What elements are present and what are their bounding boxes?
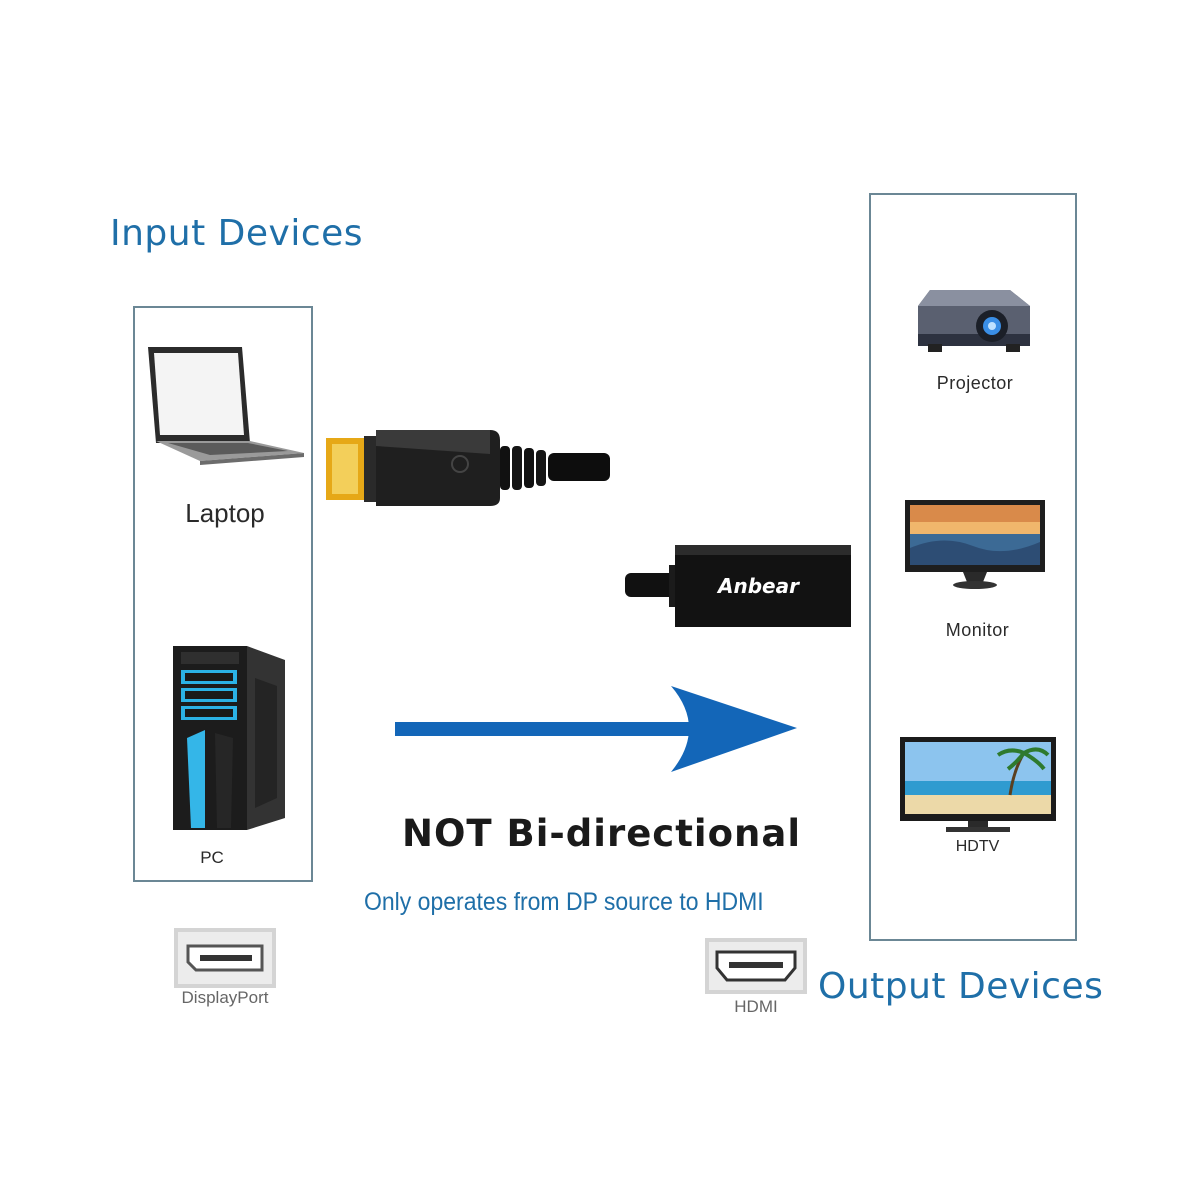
- displayport-connector-icon: [326, 430, 610, 506]
- not-bidirectional-title: NOT Bi-directional: [402, 812, 802, 855]
- displayport-port-icon: [174, 928, 276, 988]
- monitor-icon: [905, 500, 1045, 589]
- projector-label: Projector: [936, 373, 1014, 393]
- hdmi-adapter-icon: [625, 545, 851, 627]
- input-devices-heading: Input Devices: [110, 213, 364, 254]
- displayport-label: DisplayPort: [181, 988, 269, 1007]
- output-devices-heading: Output Devices: [818, 966, 1104, 1007]
- hdtv-label: HDTV: [955, 838, 1000, 855]
- operation-note: Only operates from DP source to HDMI: [364, 888, 764, 916]
- laptop-icon: [148, 347, 304, 465]
- laptop-label: Laptop: [185, 498, 265, 528]
- direction-arrow-icon: [395, 686, 797, 772]
- hdmi-label: HDMI: [734, 997, 778, 1016]
- pc-tower-icon: [173, 646, 285, 830]
- hdtv-icon: [900, 737, 1056, 832]
- brand-logo: Anbear: [718, 574, 799, 598]
- hdmi-port-icon: [705, 938, 807, 994]
- pc-label: PC: [200, 848, 224, 867]
- projector-icon: [918, 290, 1030, 352]
- monitor-label: Monitor: [945, 620, 1010, 640]
